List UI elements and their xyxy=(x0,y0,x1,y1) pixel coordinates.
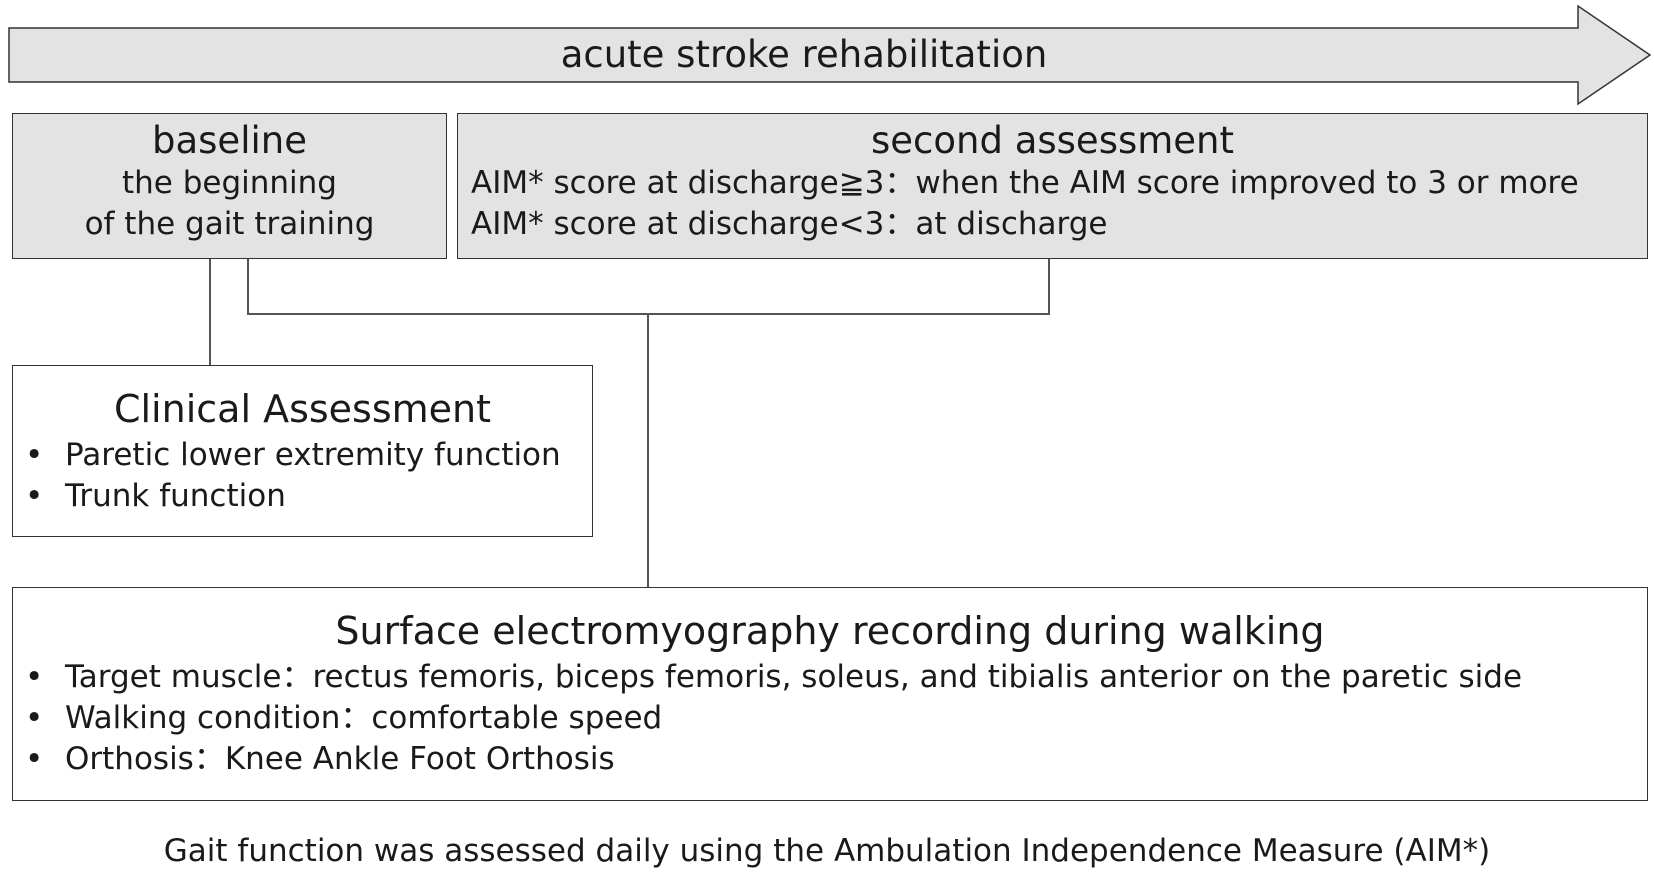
second-assessment-line-2: AIM* score at discharge<3：at discharge xyxy=(471,206,1108,242)
timeline-arrow xyxy=(8,4,1652,106)
footnote: Gait function was assessed daily using t… xyxy=(163,833,1491,869)
clinical-assessment-title: Clinical Assessment xyxy=(113,387,492,431)
semg-box: Surface electromyography recording durin… xyxy=(12,587,1648,801)
connector-horizontal xyxy=(247,313,1050,315)
semg-item: Orthosis：Knee Ankle Foot Orthosis xyxy=(13,739,1647,780)
baseline-box: baseline the beginning of the gait train… xyxy=(12,113,447,259)
semg-list: Target muscle：rectus femoris, biceps fem… xyxy=(13,657,1647,780)
clinical-assessment-item: Paretic lower extremity function xyxy=(13,435,592,476)
clinical-assessment-list: Paretic lower extremity function Trunk f… xyxy=(13,435,592,517)
baseline-line-2: of the gait training xyxy=(84,206,375,242)
semg-item: Walking condition：comfortable speed xyxy=(13,698,1647,739)
semg-title: Surface electromyography recording durin… xyxy=(335,609,1325,653)
baseline-title: baseline xyxy=(152,119,307,162)
second-assessment-box: second assessment AIM* score at discharg… xyxy=(457,113,1648,259)
timeline-arrow-shape xyxy=(8,4,1652,106)
clinical-assessment-box: Clinical Assessment Paretic lower extrem… xyxy=(12,365,593,537)
second-assessment-line-1: AIM* score at discharge≧3：when the AIM s… xyxy=(471,165,1579,201)
semg-item: Target muscle：rectus femoris, biceps fem… xyxy=(13,657,1647,698)
connector-to-semg xyxy=(647,313,649,587)
clinical-assessment-item: Trunk function xyxy=(13,476,592,517)
connector-second-down xyxy=(1048,259,1050,314)
connector-baseline-clinical xyxy=(209,259,211,365)
connector-baseline-down xyxy=(247,259,249,314)
baseline-line-1: the beginning xyxy=(121,165,337,201)
timeline-label: acute stroke rehabilitation xyxy=(560,33,1048,76)
second-assessment-title: second assessment xyxy=(870,119,1235,162)
